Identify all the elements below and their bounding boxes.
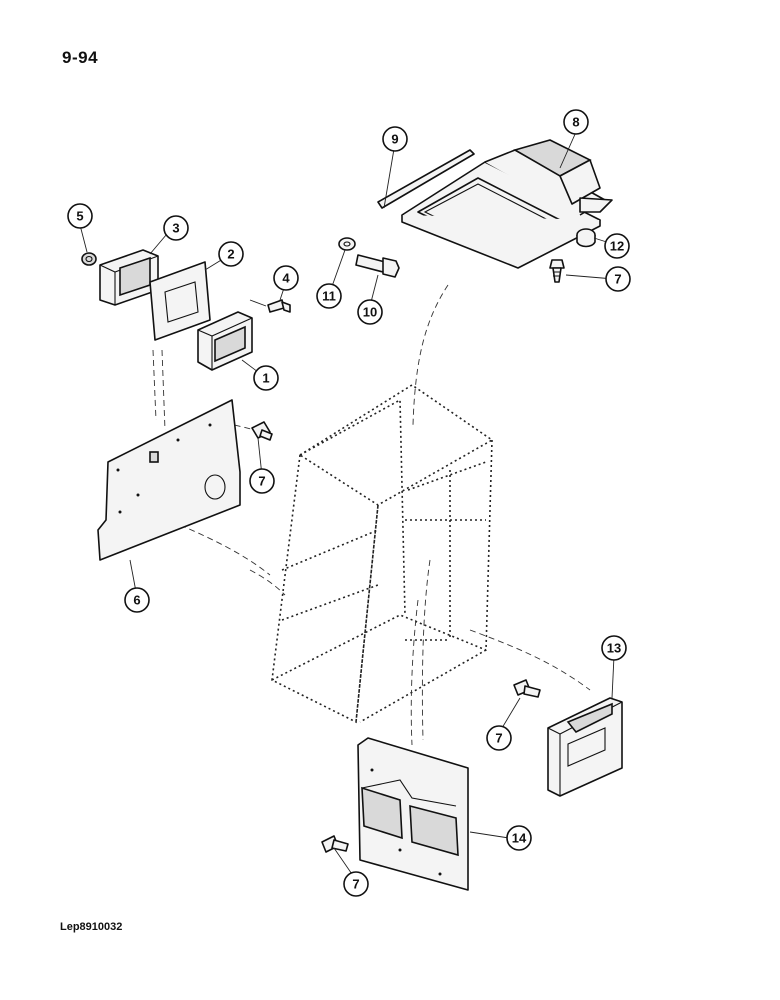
- svg-text:7: 7: [614, 272, 621, 287]
- svg-text:14: 14: [512, 831, 527, 846]
- callout-11: 11: [316, 283, 342, 309]
- svg-text:10: 10: [363, 305, 377, 320]
- svg-text:7: 7: [495, 731, 502, 746]
- callout-9: 9: [382, 126, 408, 152]
- callout-4: 4: [273, 265, 299, 291]
- svg-text:13: 13: [607, 641, 621, 656]
- page-number: 9-94: [62, 48, 99, 67]
- callout-13: 13: [601, 635, 627, 661]
- drawing-reference: Lep8910032: [60, 921, 123, 933]
- svg-text:6: 6: [133, 593, 140, 608]
- cup-holder: [197, 311, 253, 371]
- bezel-plate: [149, 261, 211, 341]
- callout-12: 12: [604, 233, 630, 259]
- bracket: [99, 249, 159, 306]
- nut: [81, 252, 97, 266]
- side-panel-left: [97, 399, 241, 561]
- callout-6: 6: [124, 587, 150, 613]
- gasket-strip: [377, 149, 475, 209]
- svg-text:7: 7: [258, 474, 265, 489]
- callout-5: 5: [67, 203, 93, 229]
- callout-leaders: [79, 131, 615, 881]
- screw: [513, 679, 541, 698]
- callout-8: 8: [563, 109, 589, 135]
- cap-nut: [576, 228, 596, 248]
- callout-2: 2: [218, 241, 244, 267]
- corner-panel: [547, 697, 623, 797]
- screw: [249, 299, 291, 313]
- rear-panel: [357, 737, 469, 891]
- callout-10: 10: [357, 299, 383, 325]
- callout-7: 7: [605, 266, 631, 292]
- svg-text:7: 7: [352, 877, 359, 892]
- svg-text:12: 12: [610, 239, 624, 254]
- callout-1: 1: [253, 365, 279, 391]
- svg-text:4: 4: [282, 271, 290, 286]
- svg-text:11: 11: [322, 289, 336, 304]
- bolt: [355, 254, 400, 278]
- roof-panel: [401, 139, 613, 269]
- cab-frame: [271, 384, 494, 724]
- screw: [549, 259, 565, 283]
- svg-text:9: 9: [391, 132, 398, 147]
- callout-3: 3: [163, 215, 189, 241]
- washer: [338, 237, 356, 251]
- svg-text:3: 3: [172, 221, 179, 236]
- callout-7: 7: [343, 871, 369, 897]
- assembly-leaders: [152, 284, 591, 746]
- screw: [251, 421, 273, 441]
- callout-7: 7: [249, 468, 275, 494]
- svg-text:8: 8: [572, 115, 579, 130]
- callout-14: 14: [506, 825, 532, 851]
- svg-text:5: 5: [76, 209, 83, 224]
- svg-text:1: 1: [262, 371, 269, 386]
- svg-text:2: 2: [227, 247, 234, 262]
- callout-7: 7: [486, 725, 512, 751]
